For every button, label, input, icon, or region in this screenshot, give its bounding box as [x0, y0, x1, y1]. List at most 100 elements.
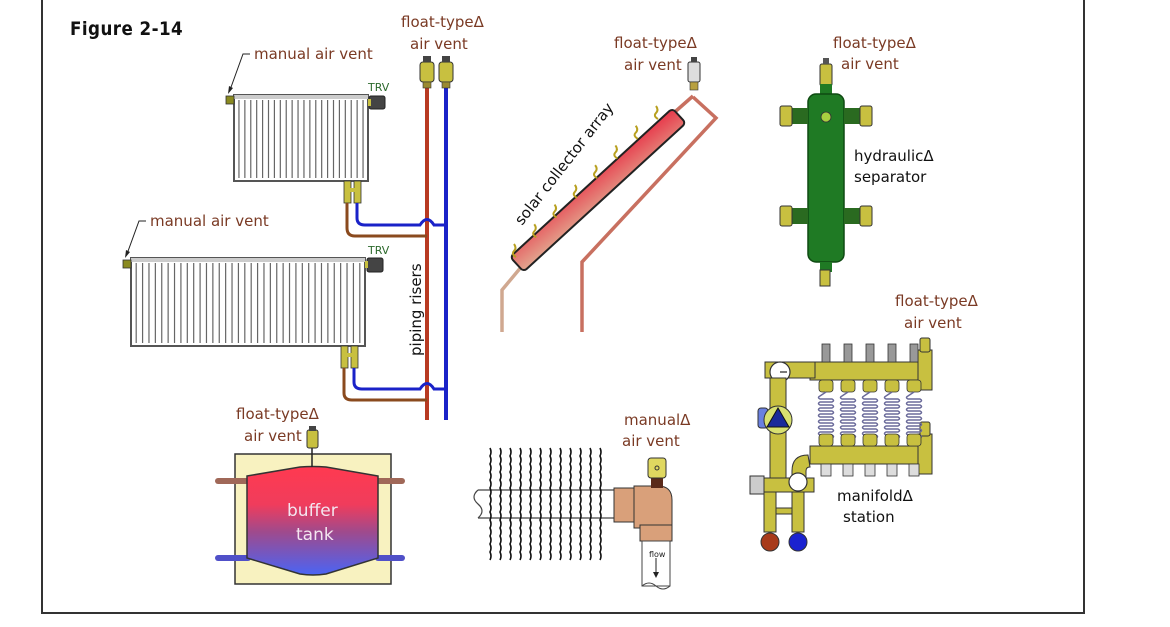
fin	[529, 447, 532, 561]
pex-loop	[883, 391, 901, 439]
riser-vent-label-line1: float-typeΔ	[401, 13, 485, 31]
fin	[559, 447, 562, 561]
fin	[539, 447, 542, 561]
tank-vent-label-line2: air vent	[244, 427, 302, 445]
upper-trv-icon	[368, 95, 386, 110]
flow-meter-icon	[843, 343, 853, 363]
solar-vent-label-line2: air vent	[624, 56, 682, 74]
supply-port	[862, 379, 878, 393]
manifold-station	[749, 337, 933, 552]
solar-heat-arrows	[511, 105, 659, 258]
manifold-label-line1: manifoldΔ	[837, 487, 914, 505]
upper-return-branch	[355, 203, 446, 227]
flow-meter-icon	[909, 343, 919, 363]
buffer-tank	[215, 426, 405, 585]
heat-arrow-icon	[552, 203, 558, 219]
fin	[569, 447, 572, 561]
upper-radiator-fins	[238, 100, 364, 178]
return-valve-icon	[842, 463, 854, 477]
tank-vent-label-line1: float-typeΔ	[236, 405, 320, 423]
flow-label: flow	[649, 550, 666, 559]
return-port	[884, 433, 900, 447]
fin	[589, 447, 592, 561]
lower-trv-icon	[366, 257, 384, 273]
flow-meter-icon	[821, 343, 831, 363]
lower-manual-vent-label: manual air vent	[150, 212, 269, 230]
hydraulic-separator	[779, 58, 873, 287]
tank-label-line1: buffer	[287, 501, 338, 521]
pex-loop	[817, 391, 835, 439]
heat-arrow-icon	[633, 125, 639, 140]
separator-label-line2: separator	[854, 168, 927, 186]
heat-arrow-icon	[532, 223, 537, 239]
lower-return-branch	[352, 368, 446, 391]
separator-vent-label-line1: float-typeΔ	[833, 34, 917, 52]
piping-risers-label: piping risers	[407, 263, 425, 356]
flow-meter-icon	[865, 343, 875, 363]
flow-meter-icon	[887, 343, 897, 363]
return-valve-icon	[886, 463, 898, 477]
lower-manual-vent-icon	[122, 259, 132, 269]
piping-risers	[419, 56, 454, 420]
heat-arrow-icon	[572, 184, 578, 199]
pipe-vent-label-line2: air vent	[622, 432, 680, 450]
solar-float-vent	[687, 57, 701, 91]
fin	[509, 447, 512, 561]
separator-vent-label-line2: air vent	[841, 55, 899, 73]
return-port	[862, 433, 878, 447]
return-port	[906, 433, 922, 447]
solar-supply-pipe	[500, 264, 524, 332]
supply-ball-valve-icon	[760, 532, 780, 552]
manifold-vent-label-line1: float-typeΔ	[895, 292, 979, 310]
separator-label-line1: hydraulicΔ	[854, 147, 934, 165]
riser-supply-float-vent	[419, 56, 435, 89]
heat-arrow-icon	[613, 144, 618, 160]
fin	[599, 447, 602, 561]
manifold-label-line2: station	[843, 508, 895, 526]
upper-manual-vent-icon	[225, 95, 235, 105]
pipe-vent-label-line1: manualΔ	[624, 411, 691, 429]
lower-radiator	[122, 257, 446, 402]
upper-radiator-valves	[343, 180, 362, 204]
heat-arrow-icon	[511, 243, 517, 258]
return-port	[840, 433, 856, 447]
pex-loop	[861, 391, 879, 439]
supply-port	[840, 379, 856, 393]
fin	[579, 447, 582, 561]
lower-supply-branch	[342, 368, 427, 402]
tank-label-line2: tank	[296, 525, 334, 545]
supply-port	[906, 379, 922, 393]
riser-vent-label-line2: air vent	[410, 35, 468, 53]
upper-trv-label: TRV	[367, 81, 390, 94]
lower-trv-label: TRV	[367, 244, 390, 257]
fin	[499, 447, 502, 561]
fin-tube-element	[473, 447, 673, 590]
figure-title: Figure 2-14	[70, 18, 184, 40]
manual-air-vent-icon	[647, 457, 667, 479]
return-ball-valve-icon	[788, 532, 808, 552]
supply-port	[818, 379, 834, 393]
manifold-loops	[817, 343, 923, 477]
fin	[489, 447, 492, 561]
upper-radiator	[225, 94, 446, 238]
riser-return-float-vent	[438, 56, 454, 89]
return-valve-icon	[864, 463, 876, 477]
fin	[549, 447, 552, 561]
heat-arrow-icon	[653, 105, 659, 120]
upper-supply-branch	[345, 203, 427, 238]
manifold-vent-label-line2: air vent	[904, 314, 962, 332]
solar-return-pipe	[580, 95, 719, 332]
return-valve-icon	[820, 463, 832, 477]
lower-radiator-valves	[340, 345, 359, 369]
supply-port	[884, 379, 900, 393]
pex-loop	[839, 391, 857, 439]
solar-collector-array	[500, 57, 719, 332]
upper-manual-vent-label: manual air vent	[254, 45, 373, 63]
bottom-pressure-gauge-icon	[788, 472, 808, 492]
heat-arrow-icon	[593, 164, 598, 180]
return-valve-icon	[908, 463, 920, 477]
fin	[519, 447, 522, 561]
figure-frame	[41, 0, 1085, 614]
fin-tube-fins	[489, 447, 602, 561]
